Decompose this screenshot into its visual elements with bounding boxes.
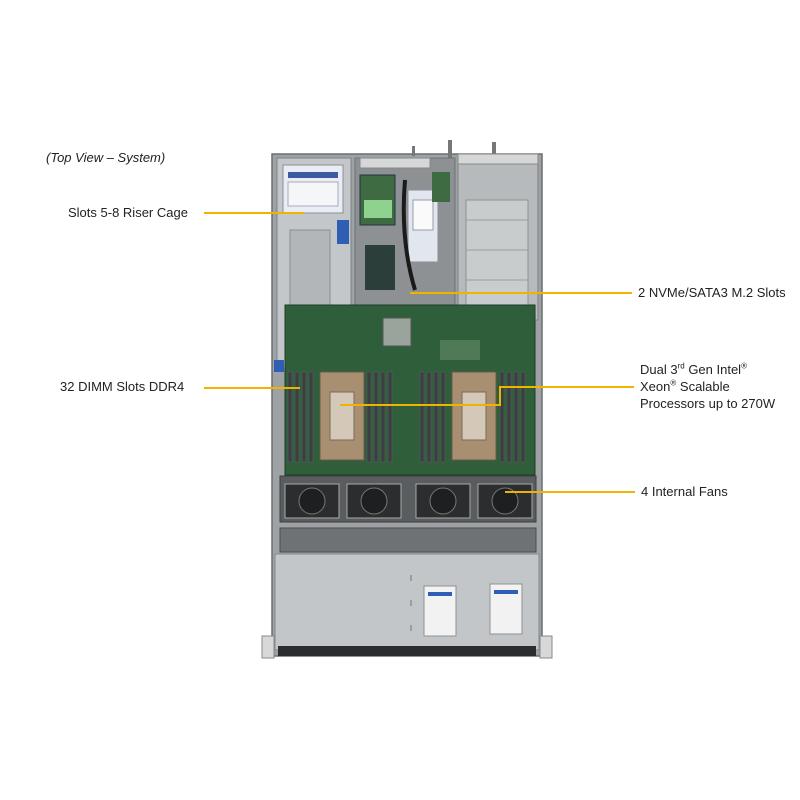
leader-cpu [500, 386, 634, 388]
fan-row [284, 483, 533, 519]
callout-riser-cage: Slots 5-8 Riser Cage [68, 205, 188, 220]
leader-riser [204, 212, 304, 214]
callout-processors-line3: Processors up to 270W [640, 396, 776, 411]
callout-dimm-slots: 32 DIMM Slots DDR4 [60, 379, 185, 394]
leader-cpu-horizontal [340, 404, 500, 406]
leader-cpu-vertical [499, 386, 501, 406]
view-caption: (Top View – System) [46, 150, 166, 165]
leader-m2 [410, 292, 632, 294]
callout-processors-line2: Xeon® Scalable [640, 378, 730, 394]
callout-processors-line1: Dual 3rd Gen Intel® [640, 361, 747, 377]
leader-dimm [204, 387, 300, 389]
callout-fans: 4 Internal Fans [641, 484, 728, 499]
leader-fans [505, 491, 635, 493]
callout-m2-slots: 2 NVMe/SATA3 M.2 Slots [638, 285, 786, 300]
callout-processors: Dual 3rd Gen Intel® Xeon® Scalable Proce… [640, 361, 775, 412]
